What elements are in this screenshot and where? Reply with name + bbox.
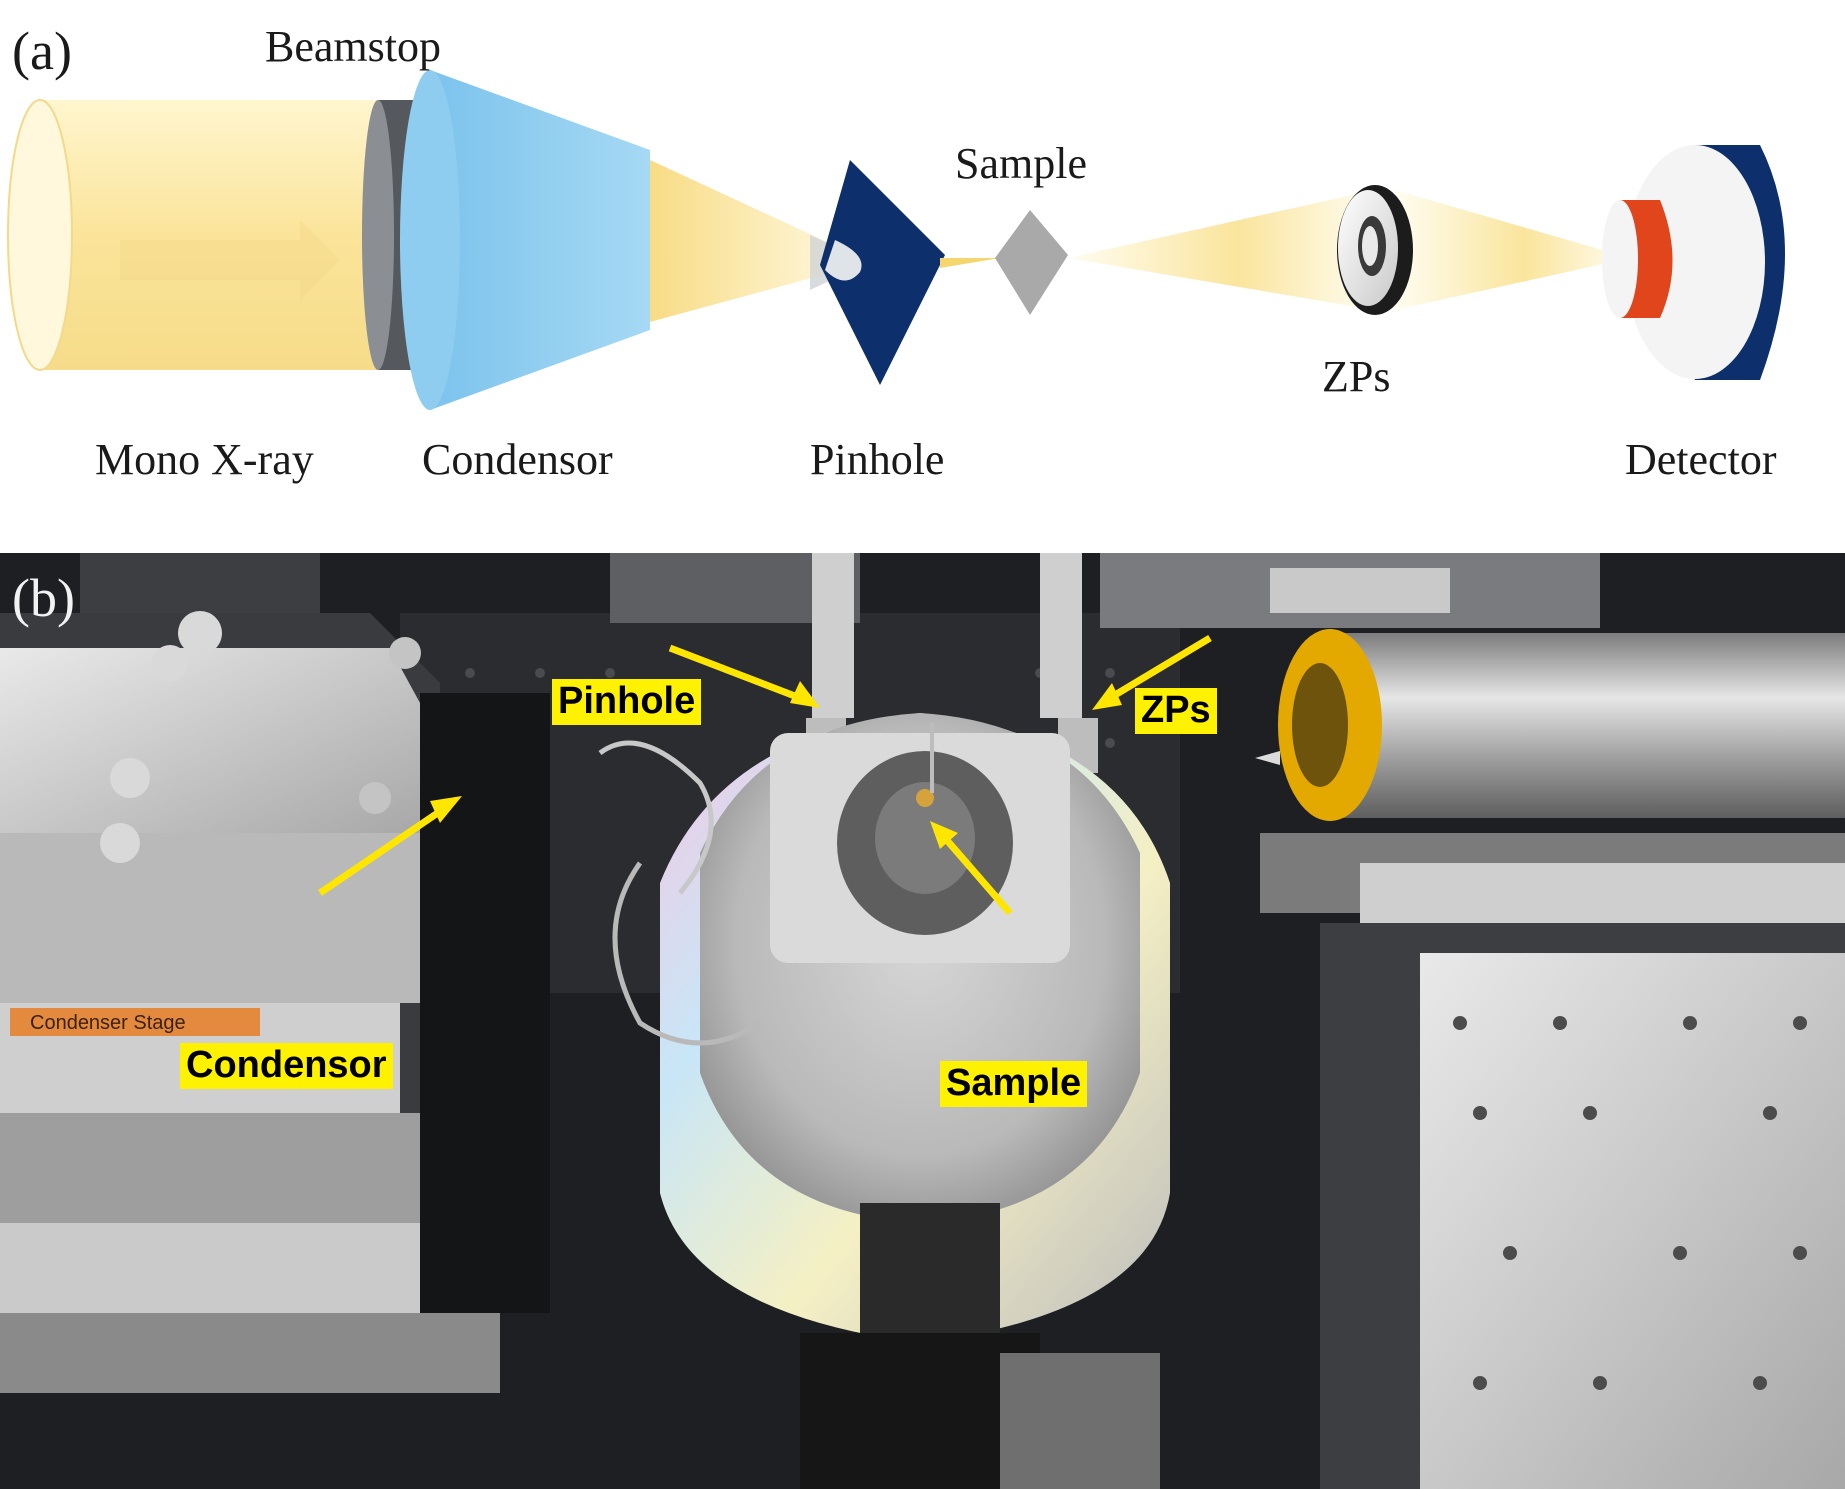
sample-arrow — [942, 835, 1013, 916]
zps-arrow — [1108, 634, 1212, 702]
condenser-stage — [0, 611, 550, 1393]
schematic-drawing — [7, 70, 1785, 410]
focused-beam — [650, 160, 870, 322]
rotation-stage — [660, 713, 1170, 1489]
zps-arm — [1040, 553, 1082, 718]
pinhole-label: Pinhole — [810, 435, 945, 484]
condensor-label: Condensor — [422, 435, 613, 484]
panel-b-tag: (b) — [12, 568, 75, 628]
instrument-photo: Condenser Stage — [0, 553, 1845, 1489]
pinhole-arrowhead — [790, 681, 820, 708]
sample-arrowhead — [930, 821, 958, 849]
photo-panel: Condenser Stage (b) Pinhole ZPs Condenso… — [0, 553, 1845, 1489]
zone-plate-lens — [1337, 185, 1413, 315]
mono-xray-label: Mono X-ray — [95, 435, 314, 484]
condensor-arrowhead — [430, 796, 462, 823]
condensor-arrow — [318, 805, 447, 896]
sample-diamond — [995, 210, 1068, 315]
condensor — [400, 70, 650, 410]
detector — [1602, 145, 1785, 380]
detector-label: Detector — [1625, 435, 1777, 484]
condensor-callout: Condensor — [180, 1043, 393, 1089]
right-stage — [1260, 833, 1845, 1489]
pinhole-plate — [820, 160, 945, 385]
schematic-panel: (a) Beamstop Sample ZPs Mono X-ray Conde… — [0, 0, 1845, 548]
zps-arrowhead — [1092, 683, 1122, 710]
pinhole-arrow — [668, 644, 802, 702]
sample-callout: Sample — [940, 1061, 1088, 1107]
zps-label: ZPs — [1322, 352, 1391, 401]
callout-arrows — [318, 634, 1212, 916]
condenser-stage-sticker: Condenser Stage — [30, 1012, 186, 1034]
sample-label: Sample — [955, 139, 1087, 188]
pinhole-callout: Pinhole — [552, 679, 702, 725]
zps-callout: ZPs — [1135, 688, 1217, 734]
detector-tube — [1255, 629, 1845, 821]
mono-xray-beam — [7, 99, 395, 371]
panel-a-tag: (a) — [12, 21, 72, 81]
beamstop-label: Beamstop — [265, 22, 441, 71]
pinhole-arm — [812, 553, 854, 718]
